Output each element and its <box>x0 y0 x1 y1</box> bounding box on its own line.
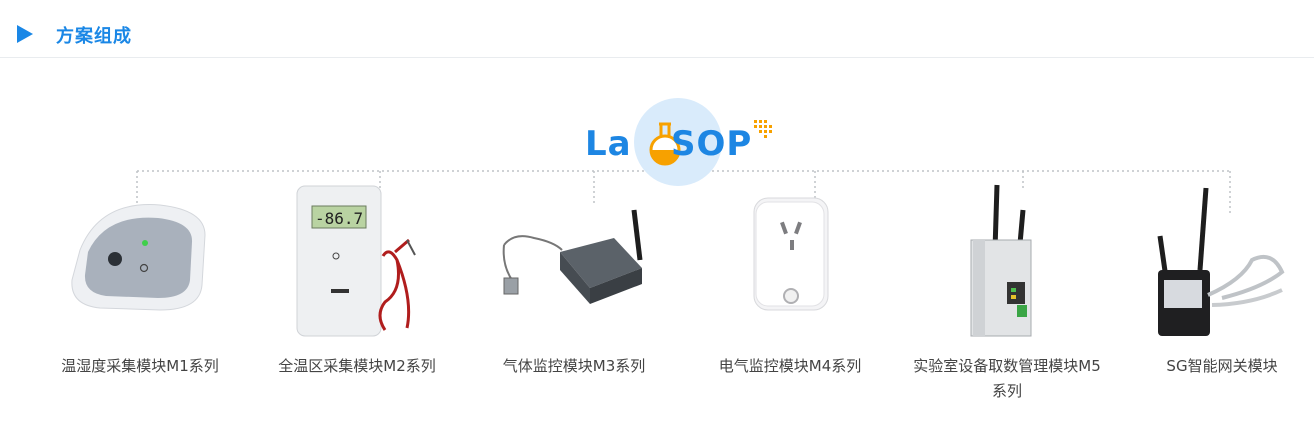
din-rail-gateway-icon <box>970 184 1032 337</box>
product-label: 实验室设备取数管理模块M5系列 <box>913 357 1101 400</box>
sparkle-icon <box>754 120 772 138</box>
smart-gateway-icon <box>1157 187 1285 336</box>
temperature-humidity-sensor-icon <box>71 204 206 311</box>
flask-icon <box>649 122 681 166</box>
product-label: 温湿度采集模块M1系列 <box>61 357 219 375</box>
logo-text-la: La <box>585 124 632 164</box>
product-m3[interactable]: 气体监控模块M3系列 <box>474 180 674 420</box>
play-arrow-icon <box>17 25 33 43</box>
smart-socket-icon <box>753 197 829 311</box>
product-label: 气体监控模块M3系列 <box>502 357 646 375</box>
product-m5[interactable]: 实验室设备取数管理模块M5系列 <box>907 180 1107 420</box>
product-label: 全温区采集模块M2系列 <box>278 357 436 375</box>
labsop-logo: La SOP <box>585 98 785 190</box>
section-header: 方案组成 <box>0 0 1314 58</box>
temperature-probe-device-icon: -86.7 <box>296 185 416 337</box>
gas-monitor-box-icon <box>502 209 643 304</box>
product-m1[interactable]: 温湿度采集模块M1系列 <box>40 180 240 420</box>
product-label: SG智能网关模块 <box>1166 357 1278 375</box>
product-m4[interactable]: 电气监控模块M4系列 <box>690 180 890 420</box>
section-title: 方案组成 <box>56 26 132 47</box>
product-sg[interactable]: SG智能网关模块 <box>1122 180 1314 420</box>
svg-text:-86.7: -86.7 <box>315 209 363 228</box>
logo-text-sop: SOP <box>671 124 753 164</box>
product-m2[interactable]: -86.7 全温区采集模块M2系列 <box>257 180 457 420</box>
product-label: 电气监控模块M4系列 <box>718 357 862 375</box>
